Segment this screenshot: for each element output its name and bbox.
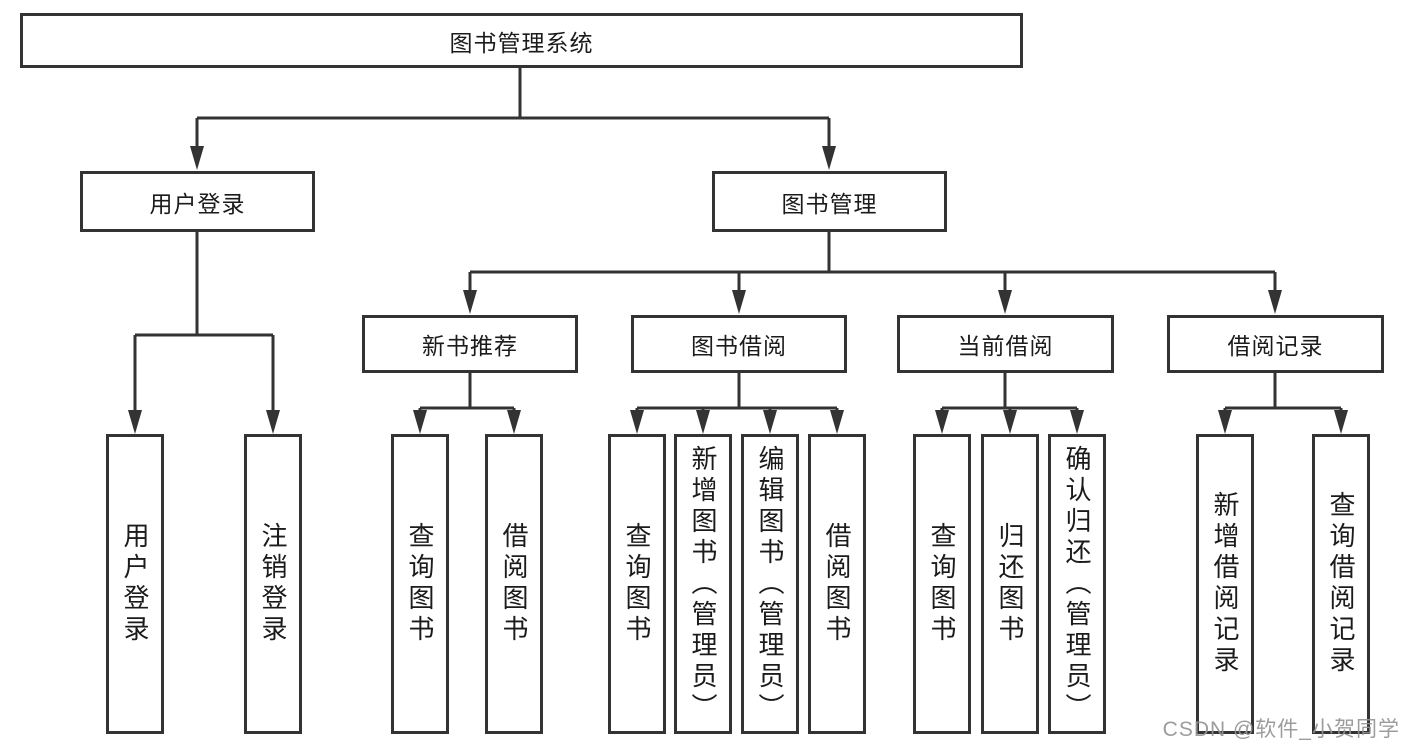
leaf-borrow-books-1-label: 借阅图书 <box>499 522 529 646</box>
leaf-query-books-1-label: 查询图书 <box>405 522 435 646</box>
leaf-query-borrow-record: 查询借阅记录 <box>1312 434 1370 734</box>
node-book-borrowing-label: 图书借阅 <box>691 333 787 359</box>
leaf-add-borrow-record: 新增借阅记录 <box>1196 434 1254 734</box>
leaf-edit-book-admin-label: 编辑图书（管理员） <box>755 444 785 724</box>
leaf-borrow-books-1: 借阅图书 <box>485 434 543 734</box>
leaf-query-books-3: 查询图书 <box>913 434 971 734</box>
leaf-borrow-books-2: 借阅图书 <box>808 434 866 734</box>
leaf-add-book-admin-label: 新增图书（管理员） <box>688 444 718 724</box>
node-new-book-recommend: 新书推荐 <box>362 315 578 373</box>
node-current-borrowing-label: 当前借阅 <box>957 333 1054 359</box>
node-book-management-label: 图书管理 <box>781 190 878 217</box>
node-user-login-label: 用户登录 <box>149 190 246 217</box>
leaf-return-book: 归还图书 <box>981 434 1039 734</box>
node-root: 图书管理系统 <box>20 13 1023 68</box>
leaf-borrow-books-2-label: 借阅图书 <box>822 522 852 646</box>
leaf-user-login-label: 用户登录 <box>120 522 150 646</box>
leaf-add-borrow-record-label: 新增借阅记录 <box>1210 491 1240 677</box>
leaf-query-books-2-label: 查询图书 <box>622 522 652 646</box>
leaf-add-book-admin: 新增图书（管理员） <box>674 434 732 734</box>
node-current-borrowing: 当前借阅 <box>897 315 1114 373</box>
node-new-book-recommend-label: 新书推荐 <box>422 333 518 359</box>
leaf-query-borrow-record-label: 查询借阅记录 <box>1326 491 1356 677</box>
leaf-query-books-3-label: 查询图书 <box>927 522 957 646</box>
leaf-user-login: 用户登录 <box>106 434 164 734</box>
node-borrow-records: 借阅记录 <box>1167 315 1384 373</box>
leaf-return-book-label: 归还图书 <box>995 522 1025 646</box>
leaf-logout-label: 注销登录 <box>258 522 288 646</box>
node-borrow-records-label: 借阅记录 <box>1227 333 1324 359</box>
leaf-logout: 注销登录 <box>244 434 302 734</box>
leaf-query-books-1: 查询图书 <box>391 434 449 734</box>
node-root-label: 图书管理系统 <box>449 29 594 56</box>
leaf-confirm-return-admin: 确认归还（管理员） <box>1048 434 1106 734</box>
leaf-confirm-return-admin-label: 确认归还（管理员） <box>1062 444 1092 724</box>
leaf-query-books-2: 查询图书 <box>608 434 666 734</box>
watermark: CSDN @软件_小贺同学 <box>1162 718 1400 741</box>
node-user-login: 用户登录 <box>80 171 315 232</box>
node-book-management: 图书管理 <box>712 171 947 232</box>
node-book-borrowing: 图书借阅 <box>631 315 847 373</box>
leaf-edit-book-admin: 编辑图书（管理员） <box>741 434 799 734</box>
